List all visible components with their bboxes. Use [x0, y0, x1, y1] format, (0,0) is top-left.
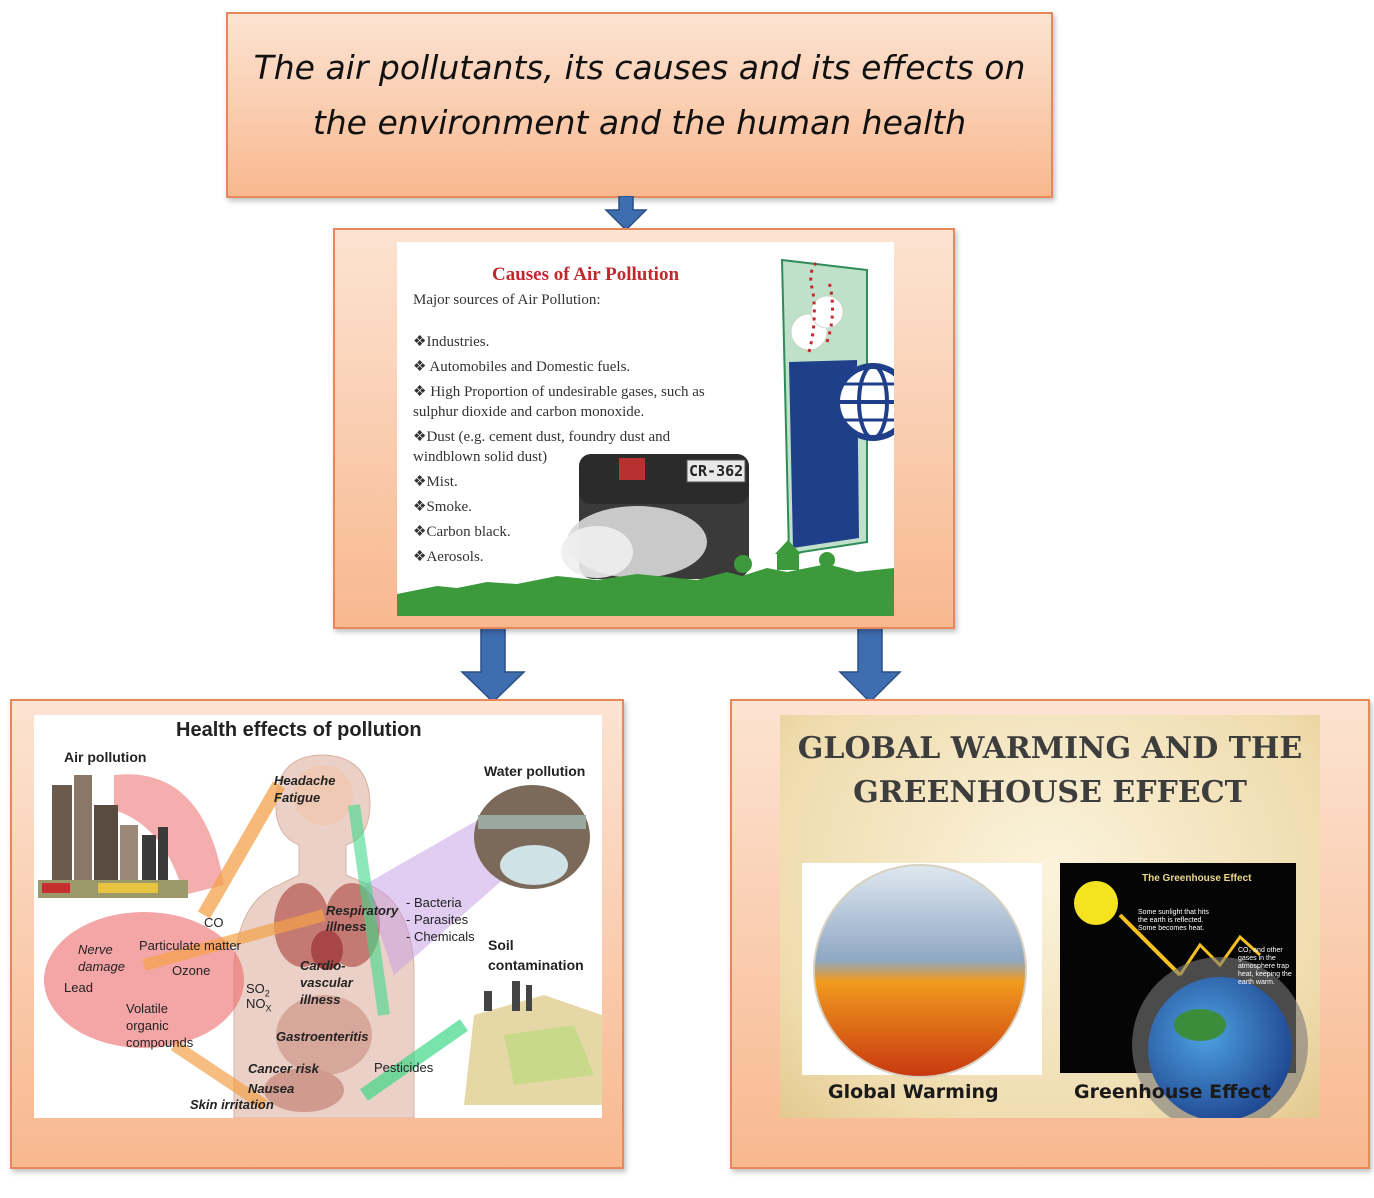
causes-box: CR-362 Causes of Air Pollution Major sou…	[333, 228, 955, 629]
nox-label: NOX	[246, 996, 272, 1014]
bullet-smoke: ❖Smoke.	[413, 499, 472, 515]
voc-label-2: organic	[126, 1018, 169, 1033]
cardio-label-3: illness	[300, 992, 341, 1007]
headache-label: Headache	[274, 773, 336, 788]
earth-illustrations	[802, 863, 1308, 1118]
arrow-down-icon	[460, 626, 526, 704]
inset-note-2: CO₂ and other gases in the atmosphere tr…	[1238, 947, 1292, 986]
bullet-mist: ❖Mist.	[413, 474, 458, 490]
global-warming-label: Global Warming	[828, 1081, 999, 1103]
so2-text: SO	[246, 981, 265, 996]
gastro-label: Gastroenteritis	[276, 1029, 369, 1044]
pesticides-label: Pesticides	[374, 1060, 434, 1075]
respiratory-label-1: Respiratory	[326, 903, 399, 918]
title-line-2: the environment and the human health	[312, 103, 967, 142]
cardio-label-1: Cardio-	[300, 958, 346, 973]
bullet-automobiles: ❖ Automobiles and Domestic fuels.	[413, 359, 631, 375]
bullet-industries: ❖Industries.	[413, 334, 490, 350]
diagram-title: The air pollutants, its causes and its e…	[228, 40, 1051, 150]
global-warming-slide: GLOBAL WARMING AND THE GREENHOUSE EFFECT	[780, 715, 1320, 1118]
bullet-aerosols: ❖Aerosols.	[413, 549, 484, 565]
bullet-gases: ❖ High Proportion of undesirable gases, …	[413, 384, 705, 400]
inset-note-1: Some sunlight that hits the earth is ref…	[1138, 909, 1209, 932]
nausea-label: Nausea	[248, 1081, 295, 1096]
chemicals-label: - Chemicals	[406, 929, 475, 944]
voc-label-3: compounds	[126, 1035, 194, 1050]
soil-label-1: Soil	[488, 937, 514, 953]
cardio-label-2: vascular	[300, 975, 353, 990]
fatigue-label: Fatigue	[274, 790, 321, 805]
causes-slide: CR-362 Causes of Air Pollution Major sou…	[397, 242, 894, 616]
factory-illustration	[397, 258, 894, 616]
greenhouse-effect-label: Greenhouse Effect	[1074, 1081, 1271, 1103]
parasites-label: - Parasites	[406, 912, 469, 927]
so2-subscript: 2	[264, 988, 270, 999]
arrow-down-icon	[838, 626, 902, 704]
nerve-label: Nerve	[78, 942, 113, 957]
skin-label: Skin irritation	[190, 1097, 274, 1112]
title-box: The air pollutants, its causes and its e…	[226, 12, 1053, 198]
plate-number: CR-362	[689, 462, 744, 480]
gw-heading-1: GLOBAL WARMING AND THE	[797, 731, 1303, 766]
bacteria-label: - Bacteria	[406, 895, 462, 910]
so2-label: SO2	[246, 981, 270, 999]
causes-heading: Causes of Air Pollution	[492, 264, 680, 285]
bullet-dust-cont: windblown solid dust)	[413, 449, 548, 465]
bullet-dust: ❖Dust (e.g. cement dust, foundry dust an…	[413, 429, 671, 445]
co-label: CO	[204, 915, 224, 930]
global-warming-box: GLOBAL WARMING AND THE GREENHOUSE EFFECT	[730, 699, 1370, 1169]
water-pollution-label: Water pollution	[484, 763, 586, 779]
causes-subheading: Major sources of Air Pollution:	[413, 292, 601, 308]
soil-label-2: contamination	[488, 957, 584, 973]
health-heading: Health effects of pollution	[176, 719, 422, 741]
respiratory-label-2: illness	[326, 919, 367, 934]
nox-text: NO	[246, 996, 266, 1011]
health-effects-slide: Health effects of pollution Air pollutio…	[34, 715, 602, 1118]
pm-label: Particulate matter	[139, 938, 241, 953]
bullet-carbon: ❖Carbon black.	[413, 524, 511, 540]
voc-label-1: Volatile	[126, 1001, 168, 1016]
nox-subscript: X	[265, 1003, 272, 1014]
arrow-down-icon	[604, 196, 648, 232]
health-effects-box: Health effects of pollution Air pollutio…	[10, 699, 624, 1169]
gw-heading-2: GREENHOUSE EFFECT	[853, 775, 1247, 810]
lead-label: Lead	[64, 980, 93, 995]
inset-title: The Greenhouse Effect	[1142, 873, 1252, 884]
air-pollution-label: Air pollution	[64, 749, 147, 765]
bullet-gases-cont: sulphur dioxide and carbon monoxide.	[413, 404, 645, 420]
damage-label: damage	[78, 959, 125, 974]
title-line-1: The air pollutants, its causes and its e…	[253, 48, 1026, 87]
cancer-label: Cancer risk	[248, 1061, 319, 1076]
body-illustration	[38, 754, 602, 1118]
ozone-label: Ozone	[172, 963, 211, 978]
